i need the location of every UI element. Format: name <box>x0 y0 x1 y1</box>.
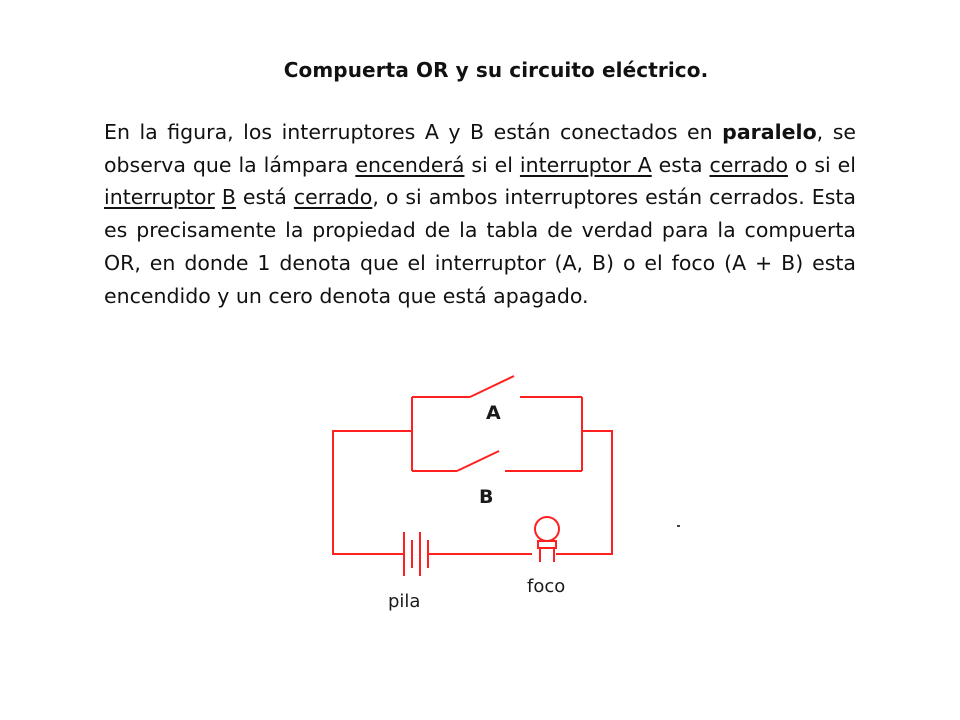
text-segment: En la figura, los interruptores A y B es… <box>104 120 723 144</box>
battery-icon <box>403 532 429 576</box>
outer-wire-loop <box>332 430 613 555</box>
bold-term-paralelo: paralelo <box>722 120 817 144</box>
battery-label: pila <box>388 591 420 612</box>
underlined-term: interruptor A <box>519 152 652 177</box>
underlined-term: B <box>221 185 236 210</box>
page-title: Compuerta OR y su circuito eléctrico. <box>283 58 709 82</box>
switch-a-label: A <box>486 402 501 424</box>
underlined-term: cerrado <box>709 152 788 177</box>
switch-b <box>412 450 582 472</box>
text-segment: está <box>235 185 294 210</box>
bulb-icon <box>534 516 560 562</box>
text-segment: o si el <box>787 152 856 177</box>
text-segment: esta <box>651 152 710 177</box>
bulb-label: foco <box>527 576 565 597</box>
body-paragraph: En la figura, los interruptores A y B es… <box>104 116 856 312</box>
underlined-term: encenderá <box>355 152 465 177</box>
underlined-term: cerrado <box>293 185 373 210</box>
text-segment: , se observa que la lámpara <box>104 120 856 177</box>
stray-dot <box>677 525 680 527</box>
switch-a <box>412 375 582 398</box>
switch-b-label: B <box>479 486 493 508</box>
text-segment: si el <box>464 152 520 177</box>
underlined-term: interruptor <box>104 185 215 210</box>
text-segment: , o si ambos interruptores están cerrado… <box>104 185 856 308</box>
